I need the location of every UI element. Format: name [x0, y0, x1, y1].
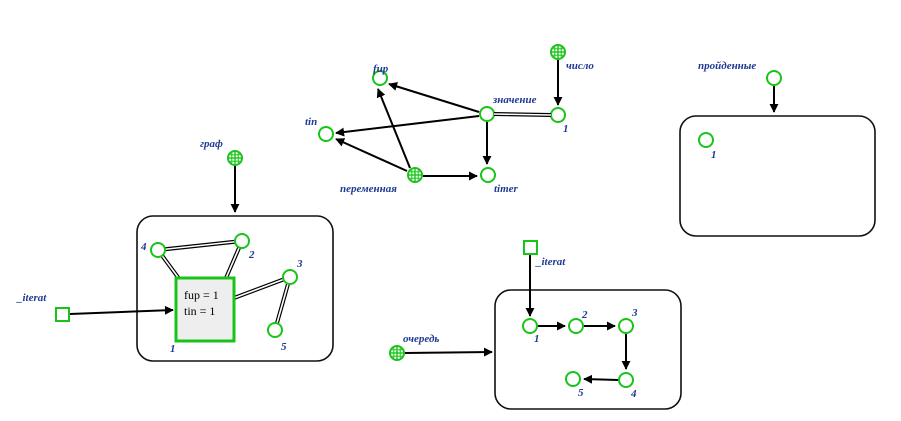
queue-variable-globe-icon[interactable] [389, 345, 405, 361]
graph-vertex-3[interactable] [282, 269, 298, 285]
queue-item-3[interactable] [618, 318, 634, 334]
visited-item-node[interactable] [698, 132, 714, 148]
queue-arrow-4-5 [583, 374, 619, 384]
record-value-node[interactable] [479, 106, 495, 122]
visited-label: пройденные [698, 60, 756, 72]
queue-item-2-label: 2 [581, 309, 588, 321]
record-timer-node[interactable] [480, 167, 496, 183]
graph-vertex-3-label: 3 [296, 258, 303, 270]
var-to-fup-arrow [376, 88, 411, 169]
graph-vertex-2[interactable] [234, 233, 250, 249]
queue-frame [494, 289, 682, 410]
record-number-value: 1 [563, 123, 569, 135]
record-tin-node[interactable] [318, 126, 334, 142]
queue-group: очередь _iterat 1 2 3 4 5 [389, 240, 682, 410]
record-number-node[interactable] [550, 107, 566, 123]
current-vertex-fup: fup = 1 [184, 288, 219, 302]
graph-vertex-4[interactable] [150, 242, 166, 258]
graph-edges [156, 239, 292, 331]
graph-vertex-2-label: 2 [248, 249, 255, 261]
record-value-label: значение [492, 94, 537, 106]
graph-iterator-arrow [69, 305, 174, 315]
visited-frame [679, 115, 876, 237]
record-fup-node[interactable] [372, 70, 388, 86]
graph-vertex-1-label: 1 [170, 343, 176, 355]
queue-item-1[interactable] [522, 318, 538, 334]
record-tin-label: tin [305, 116, 317, 128]
record-number-globe-icon[interactable] [550, 44, 566, 60]
graph-label: граф [200, 138, 223, 150]
record-variable-globe-icon[interactable] [407, 167, 423, 183]
value-to-fup-arrow [388, 82, 480, 113]
queue-item-4-label: 4 [630, 388, 637, 400]
record-number-label: число [566, 60, 594, 72]
graph-group: граф fup = 1 tin = 1 1 4 2 3 5 [16, 138, 334, 362]
record-fup-label: fup [373, 63, 389, 75]
visited-variable-node[interactable] [766, 70, 782, 86]
graph-vertex-5-label: 5 [281, 341, 287, 353]
var-to-tin-arrow [335, 138, 408, 172]
queue-item-2[interactable] [568, 318, 584, 334]
visited-group: пройденные 1 [679, 60, 876, 237]
visited-item-label: 1 [711, 149, 717, 161]
queue-iterator-label: _iterat [535, 256, 566, 268]
queue-iterator-square-icon[interactable] [523, 240, 538, 255]
queue-item-5-label: 5 [578, 387, 584, 399]
graph-vertex-5[interactable] [267, 322, 283, 338]
graph-vertex-4-label: 4 [140, 241, 147, 253]
queue-label: очередь [403, 333, 439, 345]
queue-item-1-label: 1 [534, 333, 540, 345]
queue-item-3-label: 3 [631, 307, 638, 319]
graph-iterator-label: _iterat [16, 292, 47, 304]
current-vertex-tin: tin = 1 [184, 304, 215, 318]
record-timer-label: timer [494, 183, 519, 195]
graph-variable-globe-icon[interactable] [227, 150, 243, 166]
record-variable-label: переменная [340, 183, 397, 195]
graph-iterator-square-icon[interactable] [55, 307, 70, 322]
record-group: переменная значение fup tin timer 1 числ… [305, 44, 594, 195]
queue-ref-arrow [404, 347, 493, 357]
graph-current-vertex[interactable]: fup = 1 tin = 1 [174, 276, 236, 343]
queue-item-4[interactable] [618, 372, 634, 388]
value-to-tin-arrow [335, 115, 480, 137]
queue-item-5[interactable] [565, 371, 581, 387]
